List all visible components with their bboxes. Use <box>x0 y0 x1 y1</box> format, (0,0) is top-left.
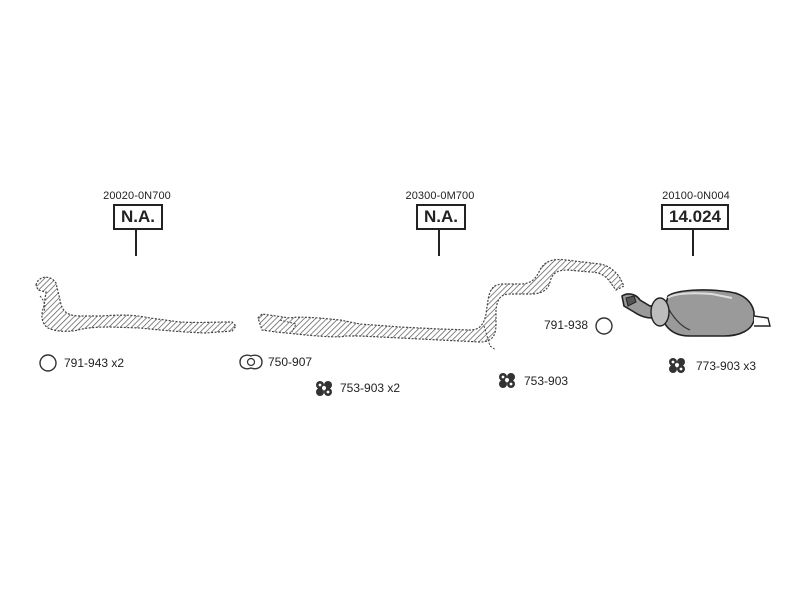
ring-gasket-icon[interactable] <box>595 317 613 335</box>
ref-box-front[interactable]: N.A. <box>113 204 163 230</box>
rear-silencer[interactable] <box>621 289 771 337</box>
accessory-label-hanger-mid2: 753-903 <box>524 374 569 388</box>
accessory-label-hanger-mid: 753-903 x2 <box>340 381 401 395</box>
flange-gasket-icon[interactable] <box>239 354 263 370</box>
rubber-hanger-icon[interactable] <box>316 381 332 396</box>
front-pipe[interactable] <box>35 276 237 334</box>
leader-line-front <box>135 228 137 256</box>
accessory-label-flange: 750-907 <box>268 355 313 369</box>
part-code-front: 20020-0N700 <box>103 190 171 202</box>
rubber-hanger-icon[interactable] <box>499 373 515 388</box>
accessory-label-ring-rear: 791-938 <box>544 318 589 332</box>
part-code-middle: 20300-0M700 <box>405 190 475 202</box>
leader-line-rear <box>692 228 694 256</box>
accessory-label-ring-front: 791-943 x2 <box>64 356 125 370</box>
middle-pipe[interactable] <box>257 258 625 351</box>
ring-gasket-icon[interactable] <box>39 354 57 372</box>
ref-box-rear[interactable]: 14.024 <box>661 204 729 230</box>
leader-line-middle <box>438 228 440 256</box>
rubber-hanger-icon[interactable] <box>669 358 685 373</box>
part-code-rear: 20100-0N004 <box>662 190 730 202</box>
ref-box-middle[interactable]: N.A. <box>416 204 466 230</box>
accessory-label-hanger-rear: 773-903 x3 <box>696 359 757 373</box>
